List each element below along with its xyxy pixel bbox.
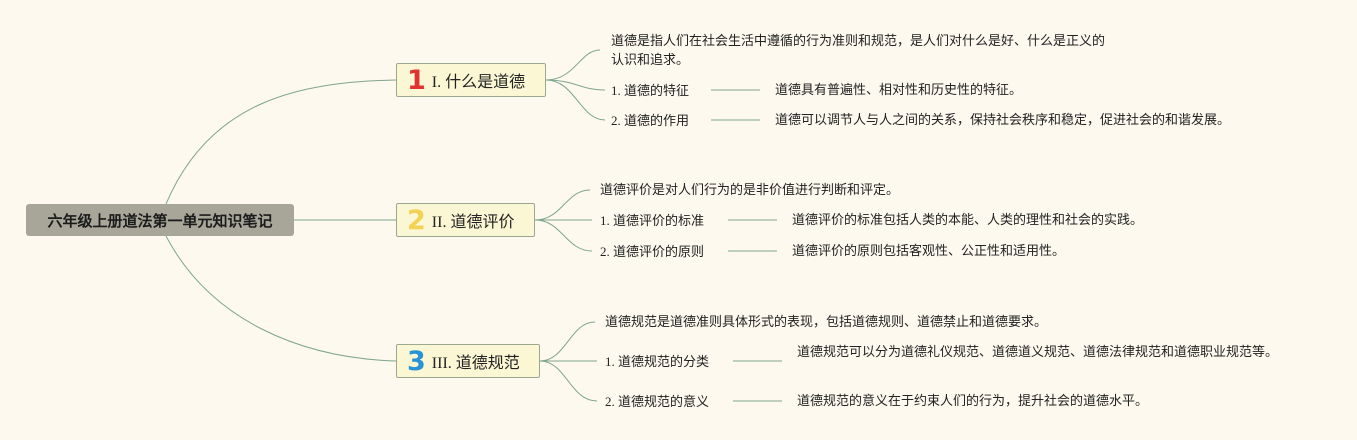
branch-3-summary[interactable]: 道德规范是道德准则具体形式的表现，包括道德规则、道德禁止和道德要求。 xyxy=(605,315,1048,330)
connector-root-branch-1 xyxy=(165,79,397,205)
connector-b3-item2 xyxy=(539,360,598,402)
branch-1-item-1-detail[interactable]: 道德具有普遍性、相对性和历史性的特征。 xyxy=(775,83,1023,98)
root-topic-label: 六年级上册道法第一单元知识笔记 xyxy=(47,211,273,230)
number-badge-1: 1 xyxy=(407,64,426,96)
connector-b3-summary xyxy=(539,321,596,362)
branch-3-item-2-detail[interactable]: 道德规范的意义在于约束人们的行为，提升社会的道德水平。 xyxy=(797,394,1149,409)
number-badge-3: 3 xyxy=(407,345,426,377)
branch-2-item-2-label[interactable]: 2. 道德评价的原则 xyxy=(600,244,705,259)
branch-2-item-2-detail[interactable]: 道德评价的原则包括客观性、公正性和适用性。 xyxy=(792,244,1066,259)
number-badge-2: 2 xyxy=(407,204,426,236)
branch-topic-3[interactable]: 3 III. 道德规范 xyxy=(396,344,540,378)
branch-3-item-1-detail[interactable]: 道德规范可以分为道德礼仪规范、道德道义规范、道德法律规范和道德职业规范等。 xyxy=(797,345,1279,360)
branch-1-summary[interactable]: 道德是指人们在社会生活中遵循的行为准则和规范，是人们对什么是好、什么是正义的认识… xyxy=(611,34,1106,68)
connector-b2-item2 xyxy=(534,219,593,252)
connector-root-branch-3 xyxy=(165,235,397,362)
branch-3-item-1-label[interactable]: 1. 道德规范的分类 xyxy=(605,354,710,369)
branch-2-item-1-detail[interactable]: 道德评价的标准包括人类的本能、人类的理性和社会的实践。 xyxy=(792,213,1144,228)
root-topic[interactable]: 六年级上册道法第一单元知识笔记 xyxy=(26,204,294,236)
branch-1-item-2-detail[interactable]: 道德可以调节人与人之间的关系，保持社会秩序和稳定，促进社会的和谐发展。 xyxy=(775,113,1231,128)
branch-3-item-2-label[interactable]: 2. 道德规范的意义 xyxy=(605,394,710,409)
connector-b1-item1 xyxy=(545,79,606,91)
branch-title-2: II. 道德评价 xyxy=(431,214,515,231)
branch-2-item-1-label[interactable]: 1. 道德评价的标准 xyxy=(600,213,705,228)
branch-1-item-1-label[interactable]: 1. 道德的特征 xyxy=(611,83,690,98)
branch-title-1: I. 什么是道德 xyxy=(431,74,526,91)
branch-1-item-2-label[interactable]: 2. 道德的作用 xyxy=(611,113,690,128)
connector-b2-summary xyxy=(534,189,591,221)
branch-2-summary[interactable]: 道德评价是对人们行为的是非价值进行判断和评定。 xyxy=(600,183,900,198)
connector-b1-item2 xyxy=(545,79,606,121)
branch-title-3: III. 道德规范 xyxy=(431,355,520,372)
connector-b1-summary xyxy=(545,49,601,81)
branch-topic-2[interactable]: 2 II. 道德评价 xyxy=(396,203,535,237)
branch-topic-1[interactable]: 1 I. 什么是道德 xyxy=(396,63,546,97)
